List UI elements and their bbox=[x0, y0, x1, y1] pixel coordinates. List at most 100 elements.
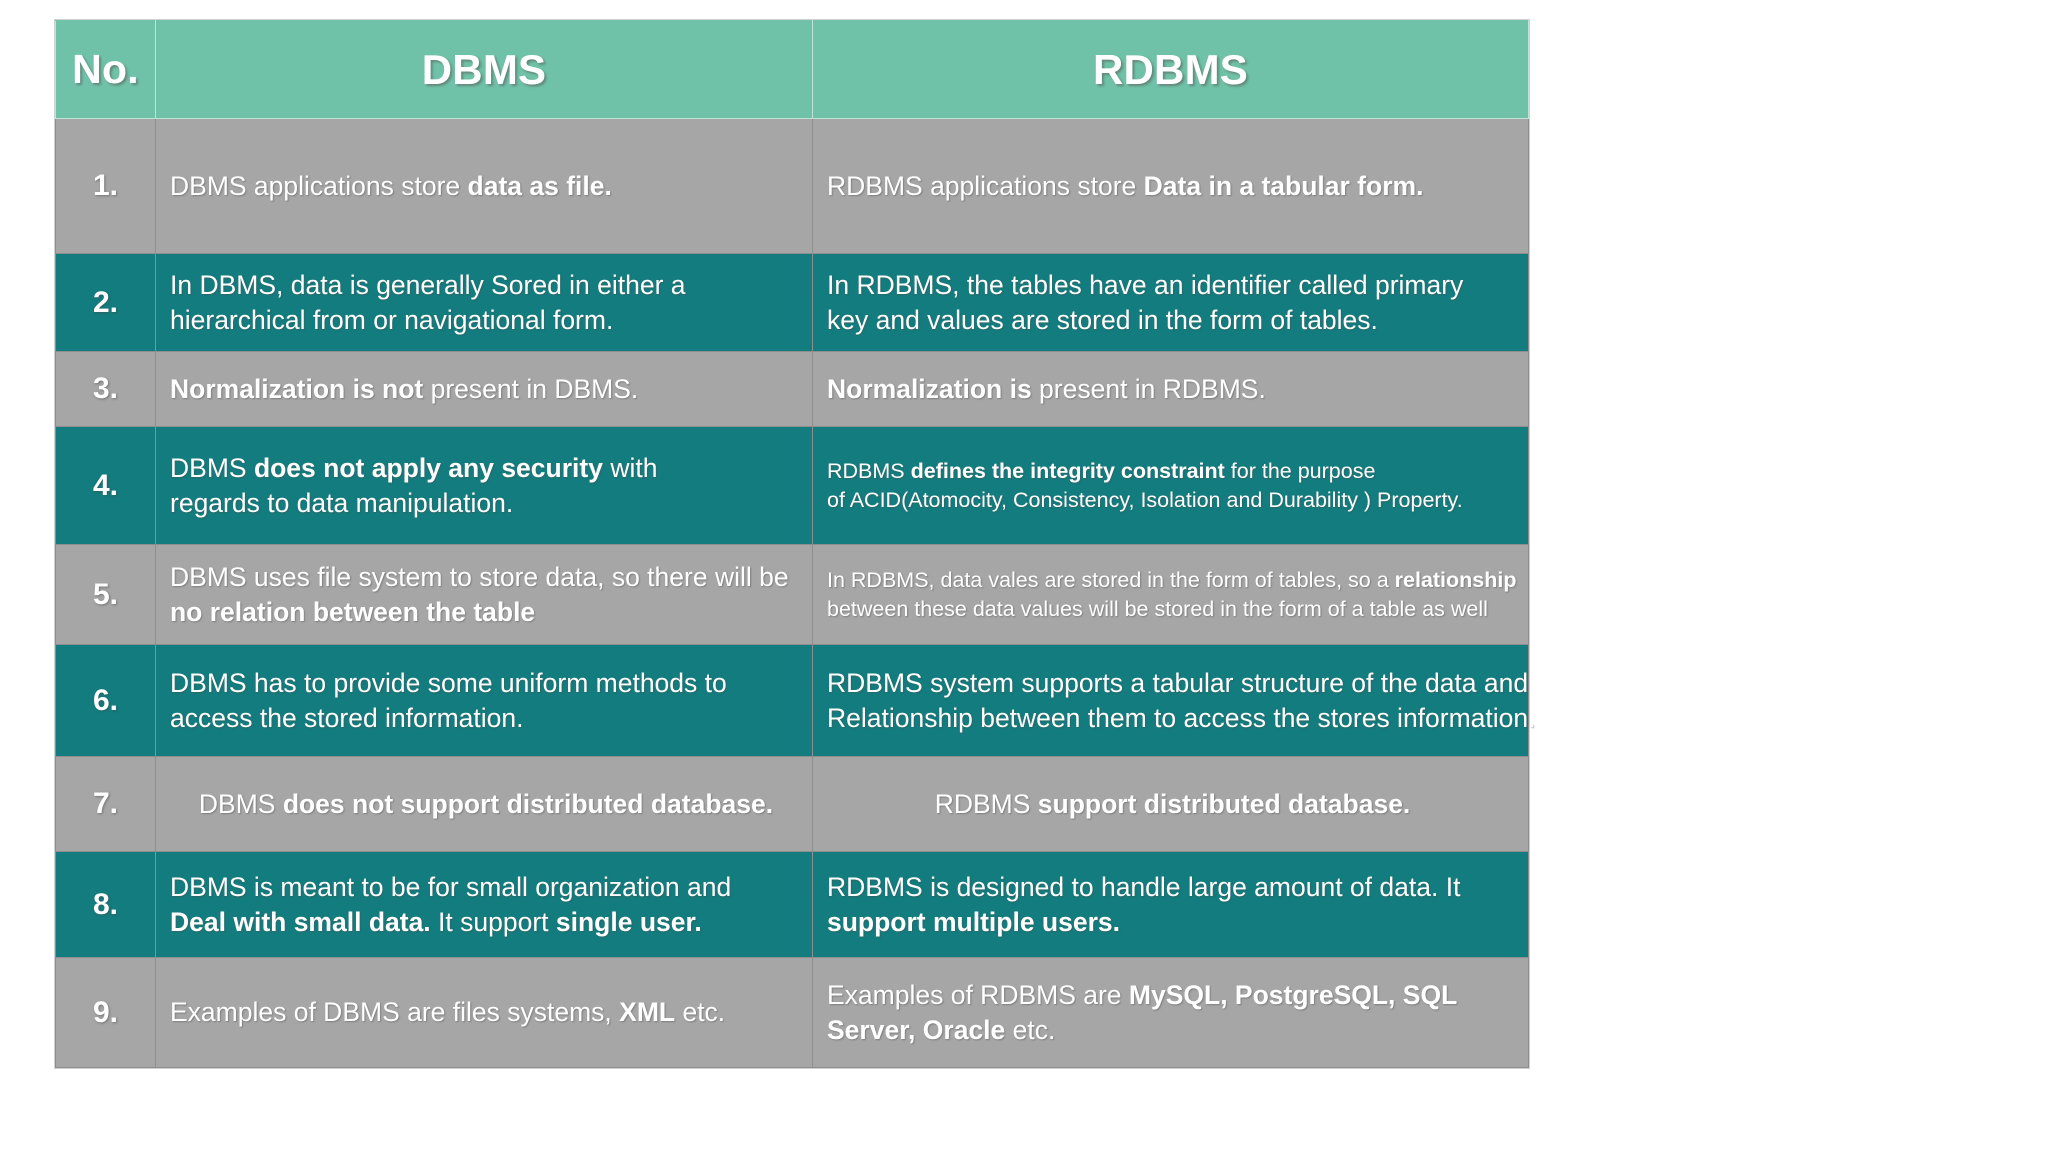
column-header-rdbms-label: RDBMS bbox=[1093, 45, 1248, 93]
text: In RDBMS, data vales are stored in the f… bbox=[827, 567, 1395, 592]
table-row: 2. In DBMS, data is generally Sored in ei… bbox=[55, 253, 1529, 352]
emphasis-text: Normalization is not bbox=[170, 373, 431, 404]
emphasis-text: Normalization is bbox=[827, 373, 1040, 404]
column-header-no-label: No. bbox=[72, 46, 139, 92]
dbms-cell: DBMS does not support distributed databa… bbox=[155, 756, 813, 852]
text: etc. bbox=[675, 997, 726, 1028]
text: of ACID(Atomocity, Consistency, Isolatio… bbox=[827, 487, 1463, 512]
text: Examples of DBMS are files systems, bbox=[170, 997, 620, 1028]
table-row: 6. DBMS has to provide some uniform metho… bbox=[55, 644, 1536, 757]
text: DBMS is meant to be for small organizati… bbox=[170, 872, 732, 903]
text: between these data values will be stored… bbox=[827, 596, 1488, 621]
dbms-cell-line: DBMS has to provide some uniform methods… bbox=[170, 666, 802, 700]
row-number-cell: 1. bbox=[55, 118, 156, 254]
dbms-cell-line: DBMS does not apply any security with bbox=[170, 451, 802, 485]
emphasis-text: support multiple users. bbox=[827, 906, 1121, 937]
text: for the purpose bbox=[1230, 458, 1376, 483]
table-row: 5. DBMS uses file system to store data, s… bbox=[55, 544, 1529, 645]
text: access the stored information. bbox=[170, 702, 524, 733]
rdbms-cell: RDBMS is designed to handle large amount… bbox=[812, 851, 1529, 958]
column-header-rdbms: RDBMS bbox=[812, 20, 1529, 119]
table-header: No. DBMS RDBMS bbox=[55, 20, 1529, 119]
rdbms-cell-line: RDBMS is designed to handle large amount… bbox=[827, 870, 1518, 904]
rdbms-cell-line: of ACID(Atomocity, Consistency, Isolatio… bbox=[827, 486, 1518, 515]
text: with bbox=[610, 453, 658, 484]
text: RDBMS system supports a tabular structur… bbox=[827, 668, 1529, 699]
dbms-cell-line: access the stored information. bbox=[170, 701, 802, 735]
emphasis-text: data as file. bbox=[467, 170, 612, 201]
row-number-cell: 6. bbox=[55, 644, 156, 757]
rdbms-cell: RDBMS system supports a tabular structur… bbox=[812, 644, 1536, 757]
text: DBMS has to provide some uniform methods… bbox=[170, 668, 727, 699]
rdbms-cell: In RDBMS, the tables have an identifier … bbox=[812, 253, 1529, 352]
dbms-rdbms-comparison-table: No. DBMS RDBMS 1. DBMS applications store… bbox=[55, 20, 1536, 1068]
rdbms-cell-line: between these data values will be stored… bbox=[827, 595, 1518, 624]
text: RDBMS bbox=[934, 788, 1038, 819]
rdbms-cell: Normalization is present in RDBMS. bbox=[812, 351, 1529, 427]
rdbms-cell-line: Relationship between them to access the … bbox=[827, 701, 1536, 735]
row-number-cell: 9. bbox=[55, 957, 156, 1068]
emphasis-text: MySQL, PostgreSQL, SQL bbox=[1128, 980, 1458, 1011]
rdbms-cell: Examples of RDBMS are MySQL, PostgreSQL,… bbox=[812, 957, 1529, 1068]
emphasis-text: no relation between the table bbox=[170, 596, 536, 627]
text: In DBMS, data is generally Sored in eith… bbox=[170, 270, 686, 301]
rdbms-cell-line: Server, Oracle etc. bbox=[827, 1013, 1518, 1047]
header-row: No. DBMS RDBMS bbox=[55, 20, 1529, 119]
text: RDBMS is designed to handle large amount… bbox=[827, 872, 1461, 903]
row-number-cell: 2. bbox=[55, 253, 156, 352]
rdbms-cell: RDBMS applications store Data in a tabul… bbox=[812, 118, 1529, 254]
rdbms-cell-line: RDBMS support distributed database. bbox=[827, 787, 1518, 821]
dbms-cell-line: DBMS does not support distributed databa… bbox=[170, 787, 802, 821]
table-row: 7. DBMS does not support distributed data… bbox=[55, 756, 1529, 852]
table-row: 9. Examples of DBMS are files systems, XM… bbox=[55, 957, 1529, 1068]
text: DBMS uses file system to store data, so … bbox=[170, 562, 789, 593]
dbms-cell: In DBMS, data is generally Sored in eith… bbox=[155, 253, 813, 352]
text: RDBMS bbox=[827, 458, 911, 483]
dbms-cell-line: In DBMS, data is generally Sored in eith… bbox=[170, 268, 802, 302]
rdbms-cell-line: RDBMS applications store Data in a tabul… bbox=[827, 169, 1518, 203]
rdbms-cell: In RDBMS, data vales are stored in the f… bbox=[812, 544, 1529, 645]
emphasis-text: relationship bbox=[1394, 567, 1517, 592]
dbms-cell: Examples of DBMS are files systems, XML … bbox=[155, 957, 813, 1068]
table-row: 8. DBMS is meant to be for small organiza… bbox=[55, 851, 1529, 958]
emphasis-text: support distributed database. bbox=[1037, 788, 1411, 819]
text: Examples of RDBMS are bbox=[827, 980, 1129, 1011]
dbms-cell-line: regards to data manipulation. bbox=[170, 486, 802, 520]
row-number-cell: 8. bbox=[55, 851, 156, 958]
emphasis-text: defines the integrity constraint bbox=[910, 458, 1231, 483]
emphasis-text: Deal with small data. bbox=[170, 906, 439, 937]
dbms-cell-line: DBMS is meant to be for small organizati… bbox=[170, 870, 802, 904]
row-number-cell: 5. bbox=[55, 544, 156, 645]
dbms-cell: DBMS applications store data as file. bbox=[155, 118, 813, 254]
text: DBMS bbox=[170, 453, 254, 484]
rdbms-cell-line: In RDBMS, the tables have an identifier … bbox=[827, 268, 1518, 302]
rdbms-cell: RDBMS defines the integrity constraint f… bbox=[812, 426, 1529, 545]
text: present in DBMS. bbox=[430, 373, 639, 404]
rdbms-cell: RDBMS support distributed database. bbox=[812, 756, 1529, 852]
text: DBMS bbox=[198, 788, 283, 819]
text: regards to data manipulation. bbox=[170, 487, 514, 518]
dbms-cell-line: no relation between the table bbox=[170, 595, 802, 629]
table-row: 1. DBMS applications store data as file. R… bbox=[55, 118, 1529, 254]
dbms-cell-line: DBMS applications store data as file. bbox=[170, 169, 802, 203]
text: hierarchical from or navigational form. bbox=[170, 304, 614, 335]
text: In RDBMS, the tables have an identifier … bbox=[827, 270, 1464, 301]
dbms-cell: Normalization is not present in DBMS. bbox=[155, 351, 813, 427]
rdbms-cell-line: RDBMS system supports a tabular structur… bbox=[827, 666, 1528, 700]
rdbms-cell-line: Examples of RDBMS are MySQL, PostgreSQL,… bbox=[827, 978, 1518, 1012]
emphasis-text: does not support distributed database. bbox=[282, 788, 774, 819]
rdbms-cell-line: In RDBMS, data vales are stored in the f… bbox=[827, 566, 1518, 595]
emphasis-text: Data in a tabular form. bbox=[1143, 170, 1424, 201]
emphasis-text: Server, Oracle bbox=[827, 1014, 1006, 1045]
dbms-cell-line: Deal with small data. It support single … bbox=[170, 905, 802, 939]
text: DBMS applications store bbox=[170, 170, 468, 201]
table-body: 1. DBMS applications store data as file. R… bbox=[55, 118, 1536, 1068]
row-number-cell: 7. bbox=[55, 756, 156, 852]
text: Relationship between them to access the … bbox=[827, 702, 1536, 733]
text: etc. bbox=[1005, 1014, 1056, 1045]
dbms-cell-line: DBMS uses file system to store data, so … bbox=[170, 560, 802, 594]
dbms-cell-line: Examples of DBMS are files systems, XML … bbox=[170, 995, 802, 1029]
